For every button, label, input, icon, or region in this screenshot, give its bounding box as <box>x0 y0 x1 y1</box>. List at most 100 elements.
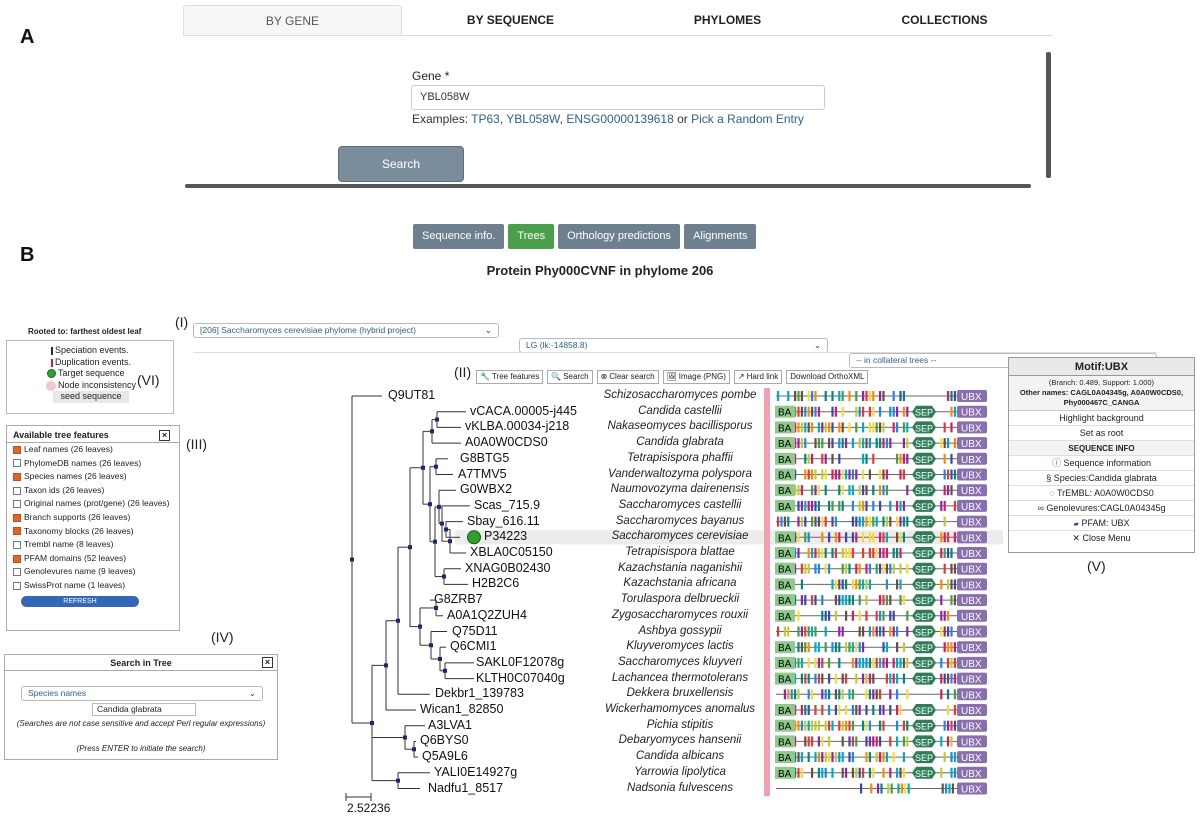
horizontal-scrollbar[interactable] <box>185 184 1031 188</box>
leaf-name[interactable]: Sbay_616.11 <box>467 513 540 528</box>
ubx-domain[interactable] <box>957 499 987 512</box>
ubx-domain[interactable] <box>957 578 987 591</box>
sep-domain[interactable] <box>912 672 936 685</box>
ubx-domain[interactable] <box>957 484 987 497</box>
example-link-tp63[interactable]: TP63 <box>471 112 500 126</box>
feature-checkbox[interactable] <box>13 472 21 481</box>
example-link-ensg[interactable]: ENSG00000139618 <box>566 112 674 126</box>
vertical-scrollbar[interactable] <box>1046 52 1051 178</box>
feature-checkbox[interactable] <box>13 554 21 563</box>
ubx-domain[interactable] <box>957 766 987 779</box>
leaf-name[interactable]: A3LVA1 <box>428 717 473 732</box>
sep-domain[interactable] <box>912 751 936 764</box>
hard-link-button[interactable]: ↗Hard link <box>733 370 783 384</box>
tab-by-sequence[interactable]: BY SEQUENCE <box>466 13 555 27</box>
leaf-name[interactable]: vKLBA.00034-j218 <box>465 419 570 434</box>
sep-domain[interactable] <box>912 452 936 465</box>
ubx-domain[interactable] <box>957 641 987 654</box>
leaf-name[interactable]: Q75D11 <box>452 623 498 638</box>
leaf-name[interactable]: Wican1_82850 <box>420 702 504 716</box>
ba-domain[interactable] <box>775 499 795 512</box>
sep-domain[interactable] <box>912 515 936 528</box>
tab-orthology[interactable]: Orthology predictions <box>558 224 681 249</box>
feature-checkbox[interactable] <box>13 513 21 522</box>
leaf-name[interactable]: G8BTG5 <box>460 450 510 465</box>
feature-option[interactable]: Trembl name (8 leaves) <box>7 538 179 552</box>
feature-checkbox[interactable] <box>13 445 21 454</box>
leaf-name[interactable]: Q6BYS0 <box>420 733 469 748</box>
feature-checkbox[interactable] <box>13 459 21 468</box>
ubx-domain[interactable] <box>957 421 987 434</box>
leaf-name[interactable]: A0A0W0CDS0 <box>465 435 548 450</box>
leaf-name[interactable]: KLTH0C07040g <box>476 670 565 685</box>
feature-option[interactable]: SwissProt name (1 leaves) <box>7 579 179 593</box>
ubx-domain[interactable] <box>957 751 987 764</box>
download-orthoxml-button[interactable]: Download OrthoXML <box>786 370 869 384</box>
ubx-domain[interactable] <box>957 390 987 402</box>
ba-domain[interactable] <box>775 562 795 575</box>
ba-domain[interactable] <box>775 405 795 418</box>
sep-domain[interactable] <box>912 499 936 512</box>
tab-phylomes[interactable]: PHYLOMES <box>693 13 762 27</box>
leaf-name[interactable]: Nadfu1_8517 <box>428 780 504 795</box>
ubx-domain[interactable] <box>957 594 987 607</box>
leaf-name[interactable]: vCACA.00005-j445 <box>470 403 578 418</box>
set-as-root-item[interactable]: Set as root <box>1009 426 1194 441</box>
sep-domain[interactable] <box>912 484 936 497</box>
ubx-domain[interactable] <box>957 437 987 450</box>
feature-checkbox[interactable] <box>13 500 21 509</box>
tree-search-button[interactable]: 🔍Search <box>547 370 593 384</box>
ba-domain[interactable] <box>775 766 795 779</box>
image-png-button[interactable]: 🖼Image (PNG) <box>662 370 730 384</box>
leaf-name[interactable]: Q5A9L6 <box>422 749 468 764</box>
feature-option[interactable]: Leaf names (26 leaves) <box>7 443 179 457</box>
random-entry-link[interactable]: Pick a Random Entry <box>691 112 804 126</box>
feature-checkbox[interactable] <box>13 527 21 536</box>
ba-domain[interactable] <box>775 672 795 685</box>
feature-option[interactable]: PhylomeDB names (26 leaves) <box>7 457 179 471</box>
target-sequence-icon[interactable] <box>467 530 481 545</box>
ba-domain[interactable] <box>775 452 795 465</box>
feature-option[interactable]: PFAM domains (52 leaves) <box>7 552 179 566</box>
ubx-domain[interactable] <box>957 515 987 528</box>
feature-option[interactable]: Genolevures name (9 leaves) <box>7 565 179 579</box>
sequence-information-item[interactable]: ⓘ Sequence information <box>1009 456 1194 471</box>
feature-option[interactable]: Branch supports (26 leaves) <box>7 511 179 525</box>
leaf-name[interactable]: XBLA0C05150 <box>470 545 553 559</box>
leaf-name[interactable]: H2B2C6 <box>472 576 520 591</box>
ba-domain[interactable] <box>775 719 795 732</box>
tab-alignments[interactable]: Alignments <box>684 224 757 249</box>
species-item[interactable]: § Species:Candida glabrata <box>1009 471 1194 486</box>
ba-domain[interactable] <box>775 704 795 716</box>
sep-domain[interactable] <box>912 609 936 622</box>
search-button[interactable]: Search <box>338 146 464 182</box>
sep-domain[interactable] <box>912 641 936 654</box>
leaf-name[interactable]: YALI0E14927g <box>434 764 518 779</box>
ubx-domain[interactable] <box>957 656 987 669</box>
close-icon[interactable]: × <box>159 430 170 441</box>
feature-checkbox[interactable] <box>13 486 21 495</box>
sep-domain[interactable] <box>912 468 936 481</box>
sep-domain[interactable] <box>912 578 936 591</box>
tab-trees[interactable]: Trees <box>508 224 555 249</box>
ubx-domain[interactable] <box>957 704 987 716</box>
tree-node[interactable] <box>350 557 354 562</box>
sep-domain[interactable] <box>912 766 936 779</box>
sep-domain[interactable] <box>912 594 936 607</box>
leaf-name[interactable]: Q9UT81 <box>388 388 436 402</box>
ubx-domain[interactable] <box>957 782 987 795</box>
leaf-name[interactable]: SAKL0F12078g <box>476 654 565 669</box>
leaf-name[interactable]: G8ZRB7 <box>434 592 483 607</box>
pfam-item[interactable]: ▰ PFAM: UBX <box>1009 516 1194 531</box>
ba-domain[interactable] <box>775 484 795 497</box>
sep-domain[interactable] <box>912 625 936 638</box>
search-field-select[interactable]: Species names⌄ <box>21 686 263 701</box>
close-menu-item[interactable]: ✕ Close Menu <box>1009 531 1194 546</box>
feature-option[interactable]: Taxonomy blocks (26 leaves) <box>7 525 179 539</box>
leaf-name[interactable]: A0A1Q2ZUH4 <box>447 607 527 622</box>
ba-domain[interactable] <box>775 531 795 544</box>
sep-domain[interactable] <box>912 547 936 559</box>
phylome-select[interactable]: [206] Saccharomyces cerevisiae phylome (… <box>193 323 499 338</box>
ubx-domain[interactable] <box>957 405 987 418</box>
ba-domain[interactable] <box>775 421 795 434</box>
